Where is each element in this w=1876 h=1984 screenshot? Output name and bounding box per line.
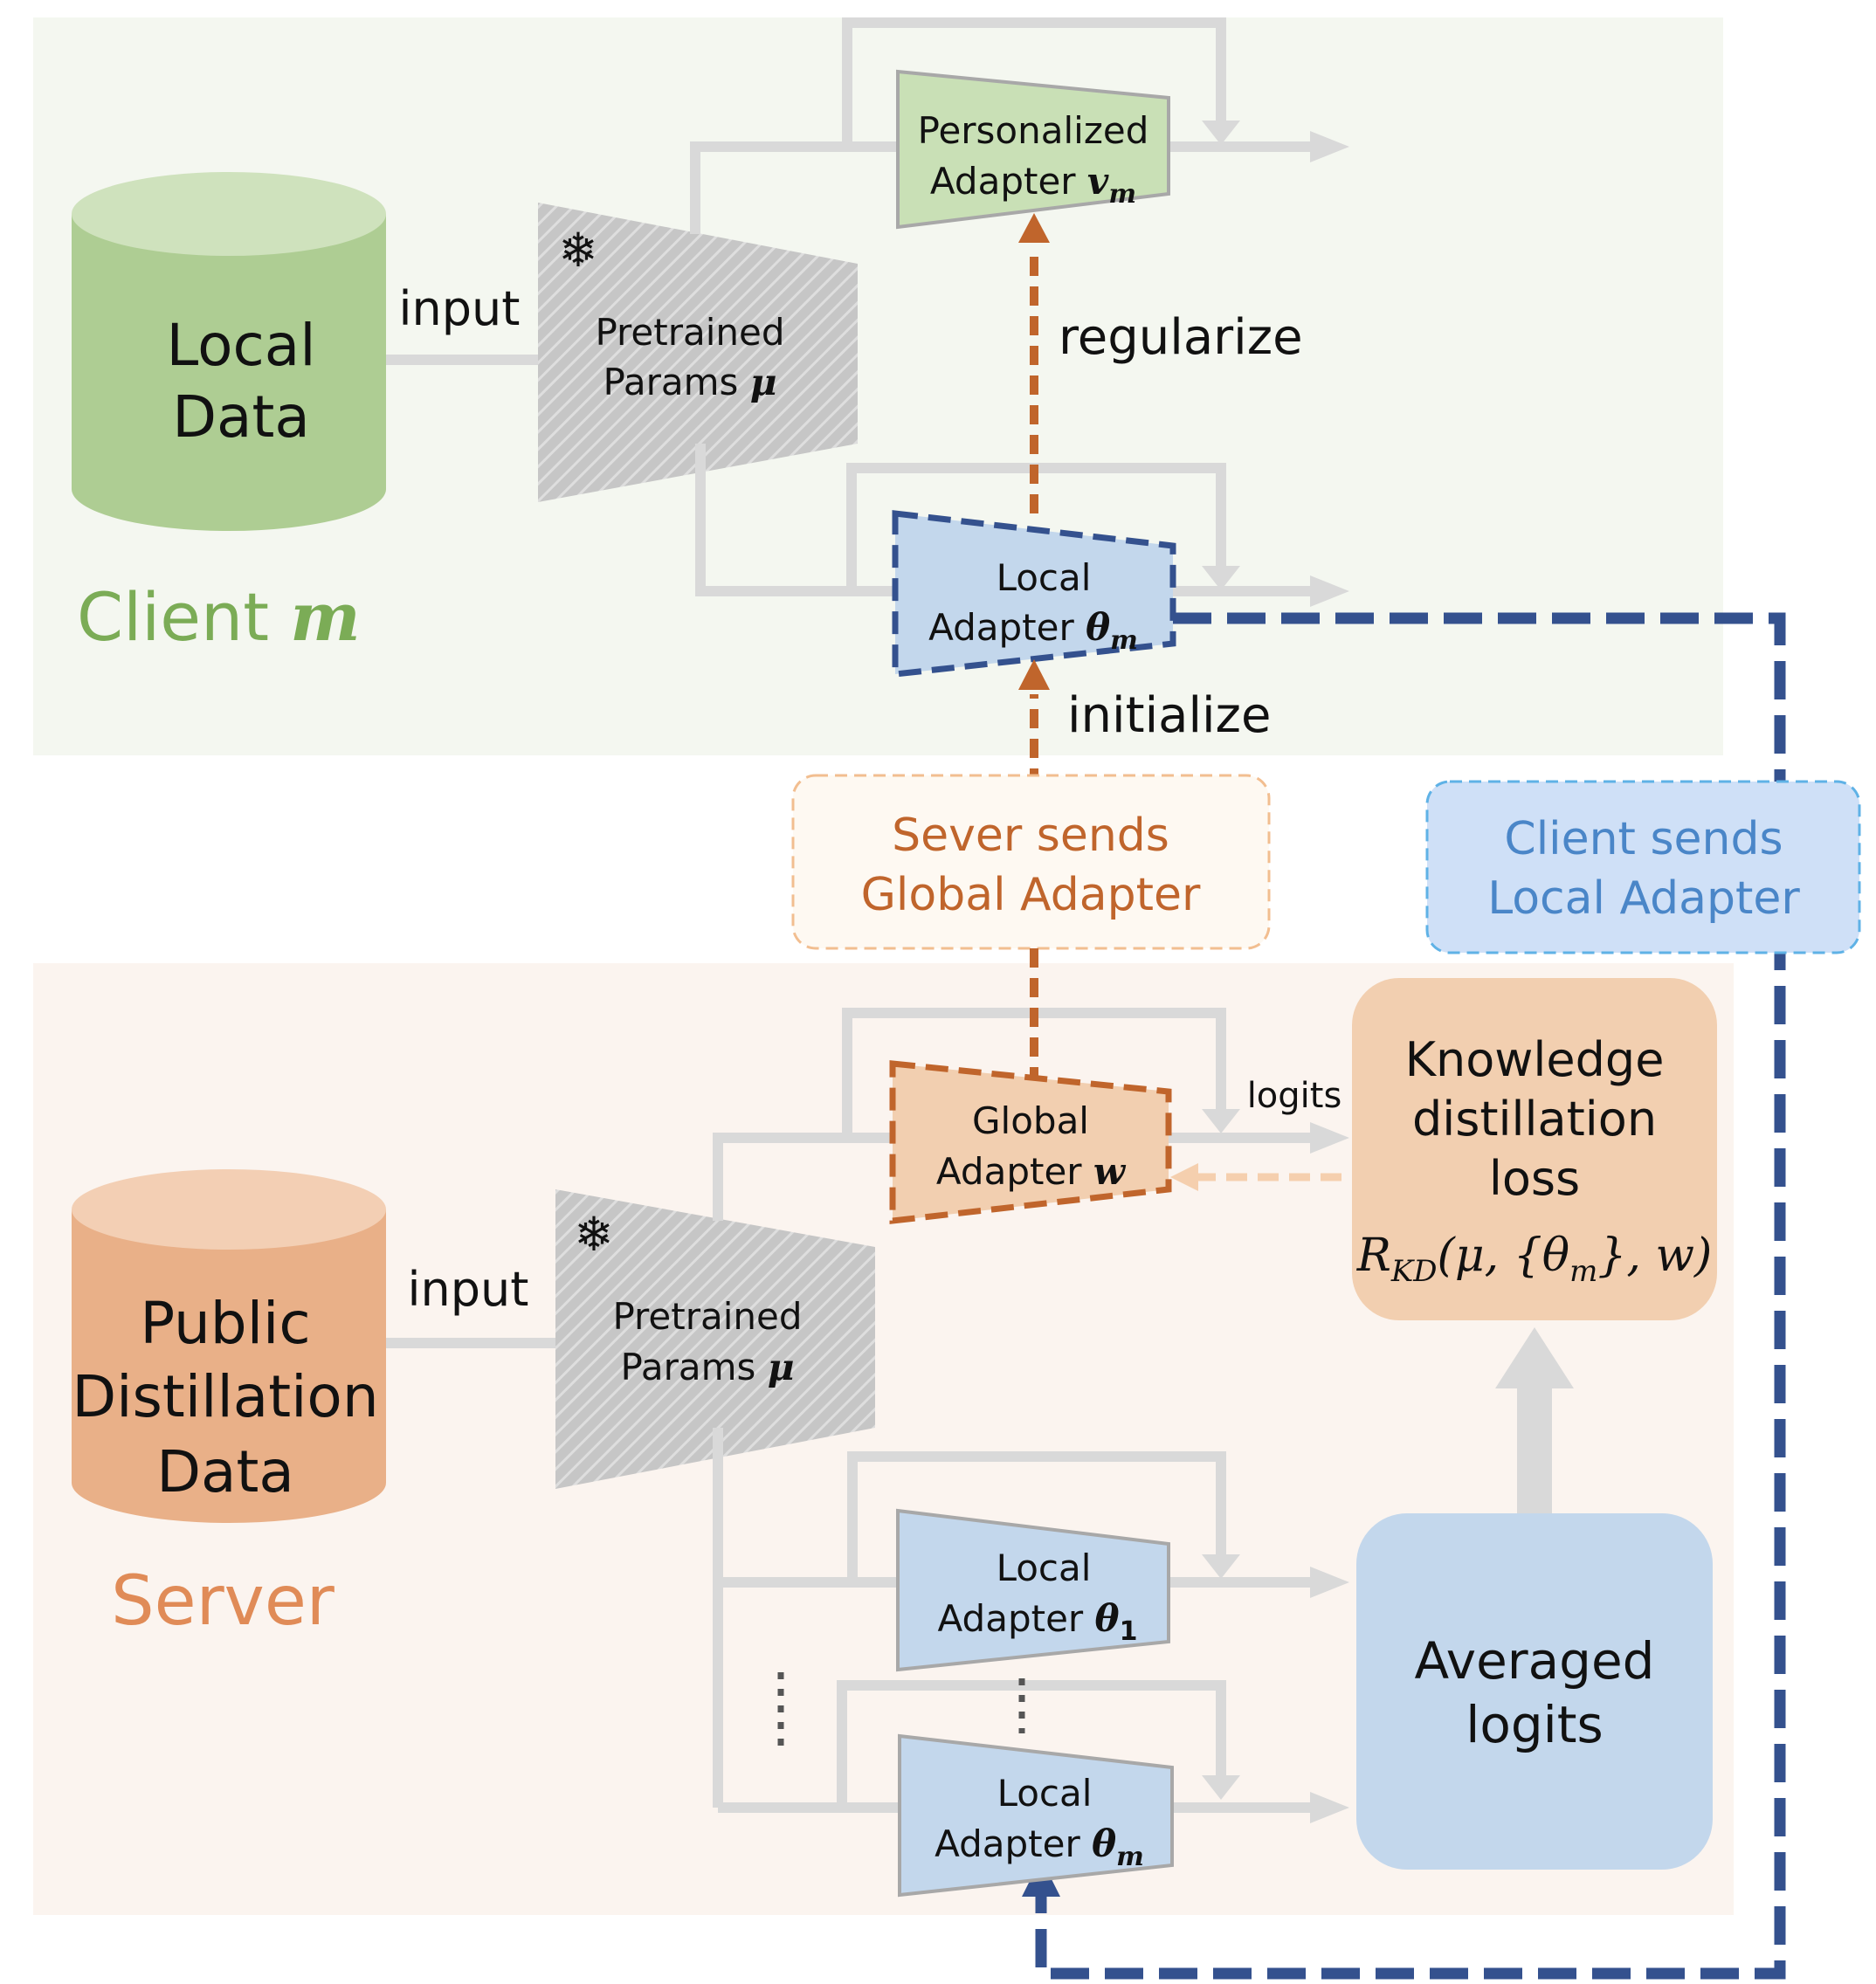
- public-data-label-1: Public: [140, 1290, 310, 1357]
- kd-loss-label-1: Knowledge: [1405, 1032, 1665, 1087]
- sever-sends-label-2: Global Adapter: [861, 869, 1201, 921]
- logits-label: logits: [1247, 1076, 1342, 1116]
- public-data-label-2: Distillation: [72, 1363, 378, 1430]
- kd-loss-formula: RKD(μ, {θm}, w): [1356, 1230, 1713, 1289]
- snowflake-icon: ❄: [574, 1207, 613, 1262]
- server-title: Server: [111, 1562, 335, 1641]
- client-sends-label-2: Local Adapter: [1487, 872, 1800, 925]
- local-data-cylinder: [72, 172, 386, 531]
- kd-loss-label-3: loss: [1489, 1151, 1580, 1206]
- global-adapter-label-2: Adapter w: [936, 1150, 1127, 1193]
- client-sends-box: [1425, 780, 1861, 954]
- local-data-label-2: Data: [172, 383, 310, 451]
- personalized-adapter-label-2: Adapter vm: [930, 160, 1136, 210]
- server-pretrained-label-2: Params μ: [620, 1346, 794, 1388]
- initialize-arrowhead: [1018, 659, 1050, 690]
- client-sends-label-1: Client sends: [1504, 813, 1783, 865]
- avg-to-kd-shaft: [1517, 1387, 1552, 1516]
- server-pretrained-label-1: Pretrained: [612, 1295, 802, 1338]
- server-local-adapter-m-label-2: Adapter θm: [935, 1822, 1144, 1872]
- kd-feedback-arrowhead: [1170, 1163, 1198, 1191]
- public-data-label-3: Data: [156, 1438, 294, 1505]
- client-pretrained-label-1: Pretrained: [595, 311, 784, 354]
- avg-to-kd-arrowhead: [1495, 1327, 1574, 1388]
- server-arrowheads: [1202, 1109, 1349, 1823]
- client-local-adapter-label-1: Local: [997, 556, 1092, 599]
- server-input-label: input: [408, 1262, 529, 1317]
- server-connection-lines: [713, 1008, 1310, 1813]
- local-data-label-1: Local: [166, 312, 315, 379]
- client-sends-path: [1035, 612, 1786, 1980]
- server-local-adapter-m-label-1: Local: [997, 1772, 1093, 1815]
- client-local-adapter: [892, 510, 1176, 678]
- global-adapter-label-1: Global: [972, 1099, 1089, 1142]
- server-local-adapter-m: [898, 1733, 1174, 1898]
- server-local-adapter-1-label-2: Adapter θ1: [938, 1597, 1138, 1647]
- server-local-adapter-1: [896, 1508, 1170, 1672]
- sever-sends-label-1: Sever sends: [892, 809, 1169, 862]
- client-local-adapter-label-2: Adapter θm: [928, 606, 1138, 656]
- personalized-adapter: [896, 69, 1170, 230]
- averaged-logits-label-2: logits: [1466, 1695, 1604, 1754]
- client-input-label: input: [399, 281, 521, 336]
- client-arrowheads: [1202, 121, 1349, 607]
- averaged-logits-box: [1356, 1513, 1713, 1870]
- averaged-logits-label-1: Averaged: [1415, 1631, 1655, 1691]
- client-title: Client m: [77, 578, 361, 656]
- sever-sends-box: [791, 774, 1271, 950]
- server-pretrained-params: [555, 1189, 875, 1489]
- snowflake-icon: ❄: [558, 223, 597, 278]
- client-pretrained-label-2: Params μ: [603, 361, 776, 403]
- server-local-adapter-1-label-1: Local: [997, 1547, 1092, 1589]
- personalized-adapter-label-1: Personalized: [918, 109, 1149, 152]
- kd-loss-label-2: distillation: [1412, 1092, 1657, 1147]
- regularize-arrowhead: [1018, 213, 1050, 243]
- public-data-cylinder: [72, 1169, 386, 1523]
- kd-loss-box: [1352, 978, 1717, 1320]
- regularize-label: regularize: [1059, 309, 1303, 366]
- client-pretrained-params: [538, 203, 858, 502]
- initialize-label: initialize: [1067, 687, 1271, 744]
- global-adapter: [889, 1060, 1172, 1224]
